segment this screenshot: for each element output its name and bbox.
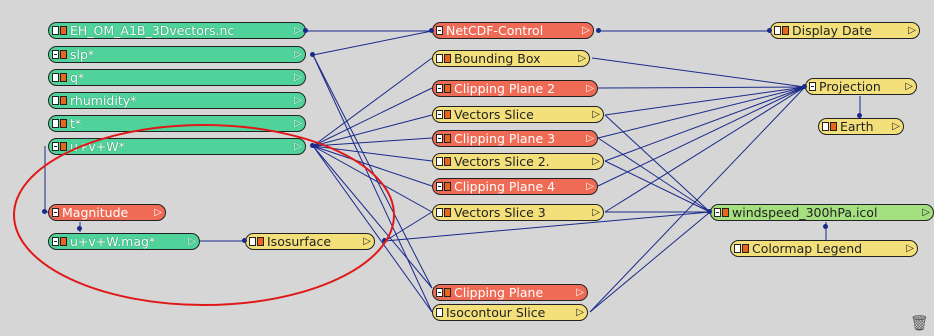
port-dot xyxy=(42,209,47,214)
triangle-right-icon[interactable]: ▷ xyxy=(592,206,600,218)
trash-icon[interactable]: 🗑 xyxy=(910,314,930,332)
node-t[interactable]: t* ▷ xyxy=(48,115,306,132)
node-label: rhumidity* xyxy=(70,93,137,108)
node-vectors-slice[interactable]: Vectors Slice ▷ xyxy=(432,106,604,123)
triangle-right-icon[interactable]: ▷ xyxy=(294,117,302,129)
node-clipping-plane-2[interactable]: Clipping Plane 2 ▷ xyxy=(432,80,598,97)
node-isocontour-slice[interactable]: Isocontour Slice ▷ xyxy=(432,304,588,321)
port-dot xyxy=(303,28,308,33)
triangle-right-icon[interactable]: ▷ xyxy=(586,132,594,144)
node-magnitude[interactable]: Magnitude ▷ xyxy=(48,204,166,221)
port-dot xyxy=(596,28,601,33)
triangle-right-icon[interactable]: ▷ xyxy=(576,286,584,298)
node-label: Clipping Plane 4 xyxy=(454,179,556,194)
triangle-right-icon[interactable]: ▷ xyxy=(294,48,302,60)
node-label: t* xyxy=(70,116,82,131)
node-label: Projection xyxy=(819,79,881,94)
node-label: u+v+W* xyxy=(70,139,125,154)
triangle-right-icon[interactable]: ▷ xyxy=(908,24,916,36)
triangle-right-icon[interactable]: ▷ xyxy=(294,71,302,83)
node-label: Isosurface xyxy=(267,234,332,249)
node-label: Earth xyxy=(840,119,874,134)
node-colormap-legend[interactable]: Colormap Legend ▷ xyxy=(730,240,918,257)
triangle-right-icon[interactable]: ▷ xyxy=(586,180,594,192)
triangle-right-icon[interactable]: ▷ xyxy=(906,242,914,254)
port-dot xyxy=(857,113,862,118)
node-label: Isocontour Slice xyxy=(446,305,546,320)
triangle-right-icon[interactable]: ▷ xyxy=(592,108,600,120)
node-q[interactable]: q* ▷ xyxy=(48,69,306,86)
node-label: windspeed_300hPa.icol xyxy=(732,205,878,220)
node-display-date[interactable]: Display Date ▷ xyxy=(770,22,920,39)
port-dot xyxy=(429,28,434,33)
node-label: q* xyxy=(70,70,85,85)
node-label: slp* xyxy=(70,47,95,62)
node-label: Clipping Plane 3 xyxy=(454,131,556,146)
port-dot xyxy=(707,209,712,214)
node-label: Vectors Slice 3 xyxy=(454,205,546,220)
port-dot xyxy=(242,238,247,243)
node-label: Vectors Slice xyxy=(454,107,534,122)
triangle-right-icon[interactable]: ▷ xyxy=(586,82,594,94)
port-dot xyxy=(802,84,807,89)
node-slp[interactable]: slp* ▷ xyxy=(48,46,306,63)
node-label: u+v+W.mag* xyxy=(70,234,156,249)
node-clipping-plane-4[interactable]: Clipping Plane 4 ▷ xyxy=(432,178,598,195)
triangle-right-icon[interactable]: ▷ xyxy=(294,94,302,106)
triangle-right-icon[interactable]: ▷ xyxy=(363,235,371,247)
triangle-right-icon[interactable]: ▷ xyxy=(576,306,584,318)
node-label: Clipping Plane 2 xyxy=(454,81,556,96)
node-bounding-box[interactable]: Bounding Box ▷ xyxy=(432,50,590,67)
triangle-right-icon[interactable]: ▷ xyxy=(294,24,302,36)
node-vectors-slice-3[interactable]: Vectors Slice 3 ▷ xyxy=(432,204,604,221)
node-rhumidity[interactable]: rhumidity* ▷ xyxy=(48,92,306,109)
node-label: Magnitude xyxy=(62,205,129,220)
node-label: Vectors Slice 2. xyxy=(454,154,550,169)
port-dot xyxy=(310,143,315,148)
triangle-right-icon[interactable]: ▷ xyxy=(905,80,913,92)
node-clipping-plane[interactable]: Clipping Plane ▷ xyxy=(432,284,588,301)
node-projection[interactable]: Projection ▷ xyxy=(805,78,917,95)
node-label: Bounding Box xyxy=(454,51,541,66)
triangle-right-icon[interactable]: ▷ xyxy=(582,24,590,36)
node-data-file[interactable]: EH_OM_A1B_3Dvectors.nc ▷ xyxy=(48,22,306,39)
port-dot xyxy=(767,28,772,33)
node-uvw[interactable]: u+v+W* ▷ xyxy=(48,138,306,155)
triangle-right-icon[interactable]: ▷ xyxy=(892,120,900,132)
node-uvw-mag[interactable]: u+v+W.mag* ▷ xyxy=(48,233,200,250)
port-dot xyxy=(77,226,82,231)
triangle-right-icon[interactable]: ▷ xyxy=(578,52,586,64)
triangle-right-icon[interactable]: ▷ xyxy=(922,206,930,218)
node-label: EH_OM_A1B_3Dvectors.nc xyxy=(70,23,235,38)
node-clipping-plane-3[interactable]: Clipping Plane 3 ▷ xyxy=(432,130,598,147)
triangle-right-icon[interactable]: ▷ xyxy=(154,206,162,218)
node-label: Display Date xyxy=(792,23,872,38)
node-label: NetCDF-Control xyxy=(446,23,544,38)
node-windspeed-colormap[interactable]: windspeed_300hPa.icol ▷ xyxy=(710,204,934,221)
node-vectors-slice-2[interactable]: Vectors Slice 2. ▷ xyxy=(432,153,604,170)
triangle-right-icon[interactable]: ▷ xyxy=(592,155,600,167)
triangle-right-icon[interactable]: ▷ xyxy=(188,235,196,247)
node-label: Clipping Plane xyxy=(454,285,544,300)
node-netcdf-control[interactable]: NetCDF-Control ▷ xyxy=(432,22,594,39)
port-dot xyxy=(382,238,387,243)
port-dot xyxy=(310,52,315,57)
node-earth[interactable]: Earth ▷ xyxy=(818,118,904,135)
node-isosurface[interactable]: Isosurface ▷ xyxy=(245,233,375,250)
port-dot xyxy=(823,224,828,229)
triangle-right-icon[interactable]: ▷ xyxy=(294,140,302,152)
node-label: Colormap Legend xyxy=(752,241,863,256)
